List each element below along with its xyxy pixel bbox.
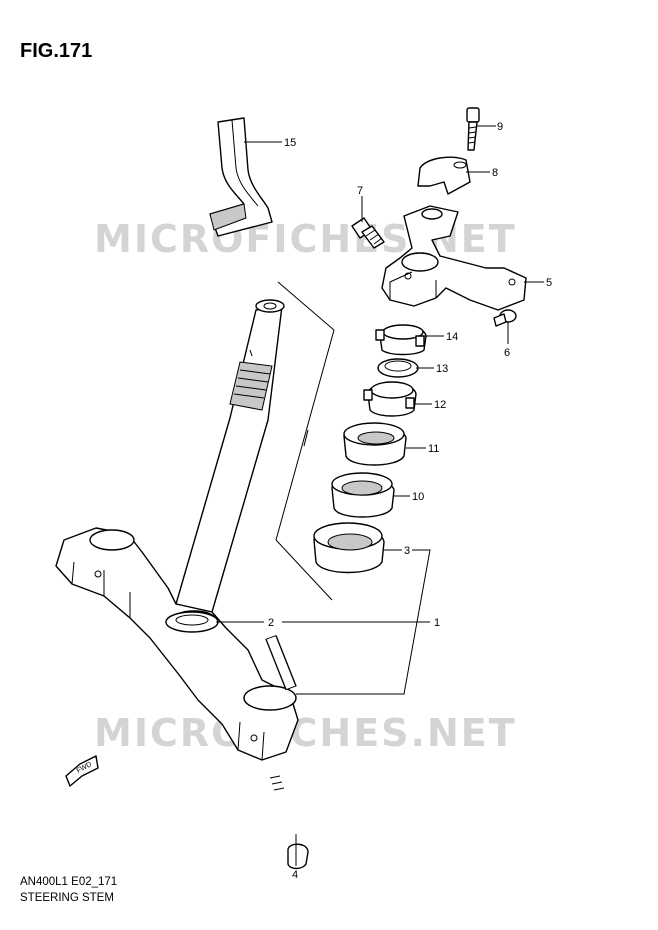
- part-8-clamp: [417, 156, 471, 195]
- callout-8: 8: [492, 167, 498, 179]
- callout-12: 12: [434, 399, 446, 411]
- part-4-bolt: [265, 635, 309, 870]
- part-13-washer: [377, 358, 419, 378]
- callout-6: 6: [504, 347, 510, 359]
- part-1-steering-stem: [55, 299, 299, 761]
- callout-13: 13: [436, 363, 448, 375]
- footer-code: AN400L1 E02_171: [20, 876, 118, 888]
- callout-9: 9: [497, 121, 503, 133]
- callout-4: 4: [292, 869, 298, 881]
- callout-10: 10: [412, 491, 424, 503]
- footer-title: STEERING STEM: [20, 892, 114, 904]
- assembly-bracket-line: [275, 281, 335, 601]
- part-11-seal: [343, 422, 407, 466]
- callout-7: 7: [357, 185, 363, 197]
- leader-lines: [216, 125, 544, 866]
- callout-3: 3: [404, 545, 410, 557]
- fwd-arrow-icon: FWD: [65, 755, 99, 787]
- part-12-nut: [363, 381, 417, 417]
- part-15-hose: [209, 117, 273, 237]
- callout-1: 1: [434, 617, 440, 629]
- part-14-nut: [375, 324, 427, 356]
- part-5-upper-bracket: [381, 205, 527, 311]
- callout-2: 2: [268, 617, 274, 629]
- callout-14: 14: [446, 331, 458, 343]
- part-3-bearing: [313, 522, 385, 574]
- bracket-tick: [303, 429, 309, 447]
- callout-15: 15: [284, 137, 296, 149]
- part-10-bearing: [331, 472, 395, 518]
- figure-title: FIG.171: [20, 40, 93, 62]
- part-6-bolt: [493, 309, 517, 327]
- callout-5: 5: [546, 277, 552, 289]
- part-7-bolt: [351, 217, 385, 249]
- part-9-bolt: [466, 107, 480, 151]
- part-2-seal: [165, 611, 219, 633]
- callout-11: 11: [428, 443, 439, 455]
- watermark-bottom: MICROFICHES.NET: [94, 711, 517, 755]
